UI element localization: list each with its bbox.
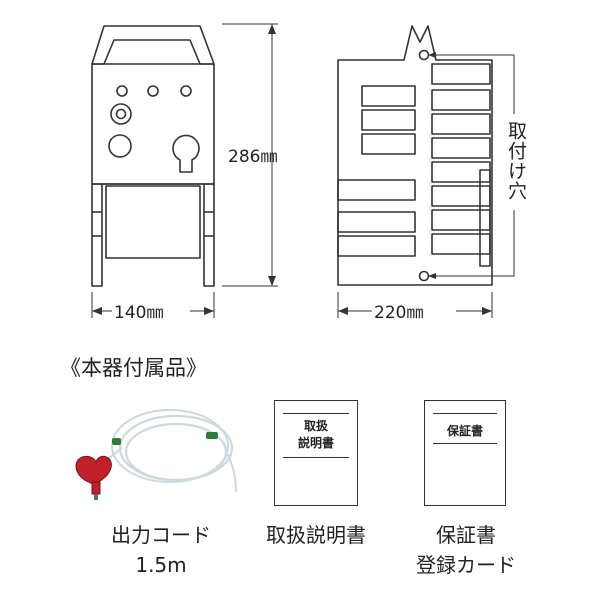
accessories-title: 《本器付属品》 <box>60 356 207 380</box>
lamp-icon <box>116 85 128 97</box>
caption-line: 保証書 <box>436 523 496 547</box>
warranty-caption: 保証書 登録カード <box>396 520 536 580</box>
caption-line: 出力コード <box>111 523 211 547</box>
caption-line: 取扱説明書 <box>266 523 366 547</box>
dial-icon <box>108 134 132 158</box>
side-width-dimension-label: 220㎜ <box>374 303 424 323</box>
height-dimension-label: 286㎜ <box>228 147 278 167</box>
mount-hole-icon <box>418 49 430 61</box>
manual-book-illustration: 取扱 説明書 <box>274 400 358 506</box>
manual-cover-title: 取扱 説明書 <box>275 418 357 452</box>
front-base <box>91 183 215 287</box>
lamp-icon <box>147 85 159 97</box>
handle <box>91 25 215 65</box>
output-cord-illustration <box>75 409 237 500</box>
cord-band-icon <box>206 432 218 439</box>
front-width-dimension-label: 140㎜ <box>114 303 164 323</box>
side-view <box>337 25 493 286</box>
side-outline <box>337 25 493 286</box>
manual-cover-line: 説明書 <box>297 436 334 450</box>
output-terminal-icon <box>172 134 200 173</box>
mount-holes-label: 取付け穴 <box>503 118 530 204</box>
lamp-icon <box>180 85 192 97</box>
caption-line: 1.5m <box>135 553 187 577</box>
cord-band-icon <box>112 438 121 445</box>
manual-cover-line: 取扱 <box>303 419 328 433</box>
front-panel <box>105 185 201 259</box>
warranty-cover-title: 保証書 <box>446 424 483 438</box>
plug-icon <box>75 455 112 485</box>
warranty-book-illustration: 保証書 <box>424 400 506 506</box>
switch-inner-icon <box>115 108 127 120</box>
mount-hole-icon <box>418 270 430 282</box>
manual-caption: 取扱説明書 <box>246 520 386 550</box>
front-view <box>91 25 215 287</box>
output-cord-caption: 出力コード 1.5m <box>86 520 236 580</box>
front-body <box>91 63 215 185</box>
switch-outer-icon <box>110 103 132 125</box>
caption-line: 登録カード <box>416 553 516 577</box>
